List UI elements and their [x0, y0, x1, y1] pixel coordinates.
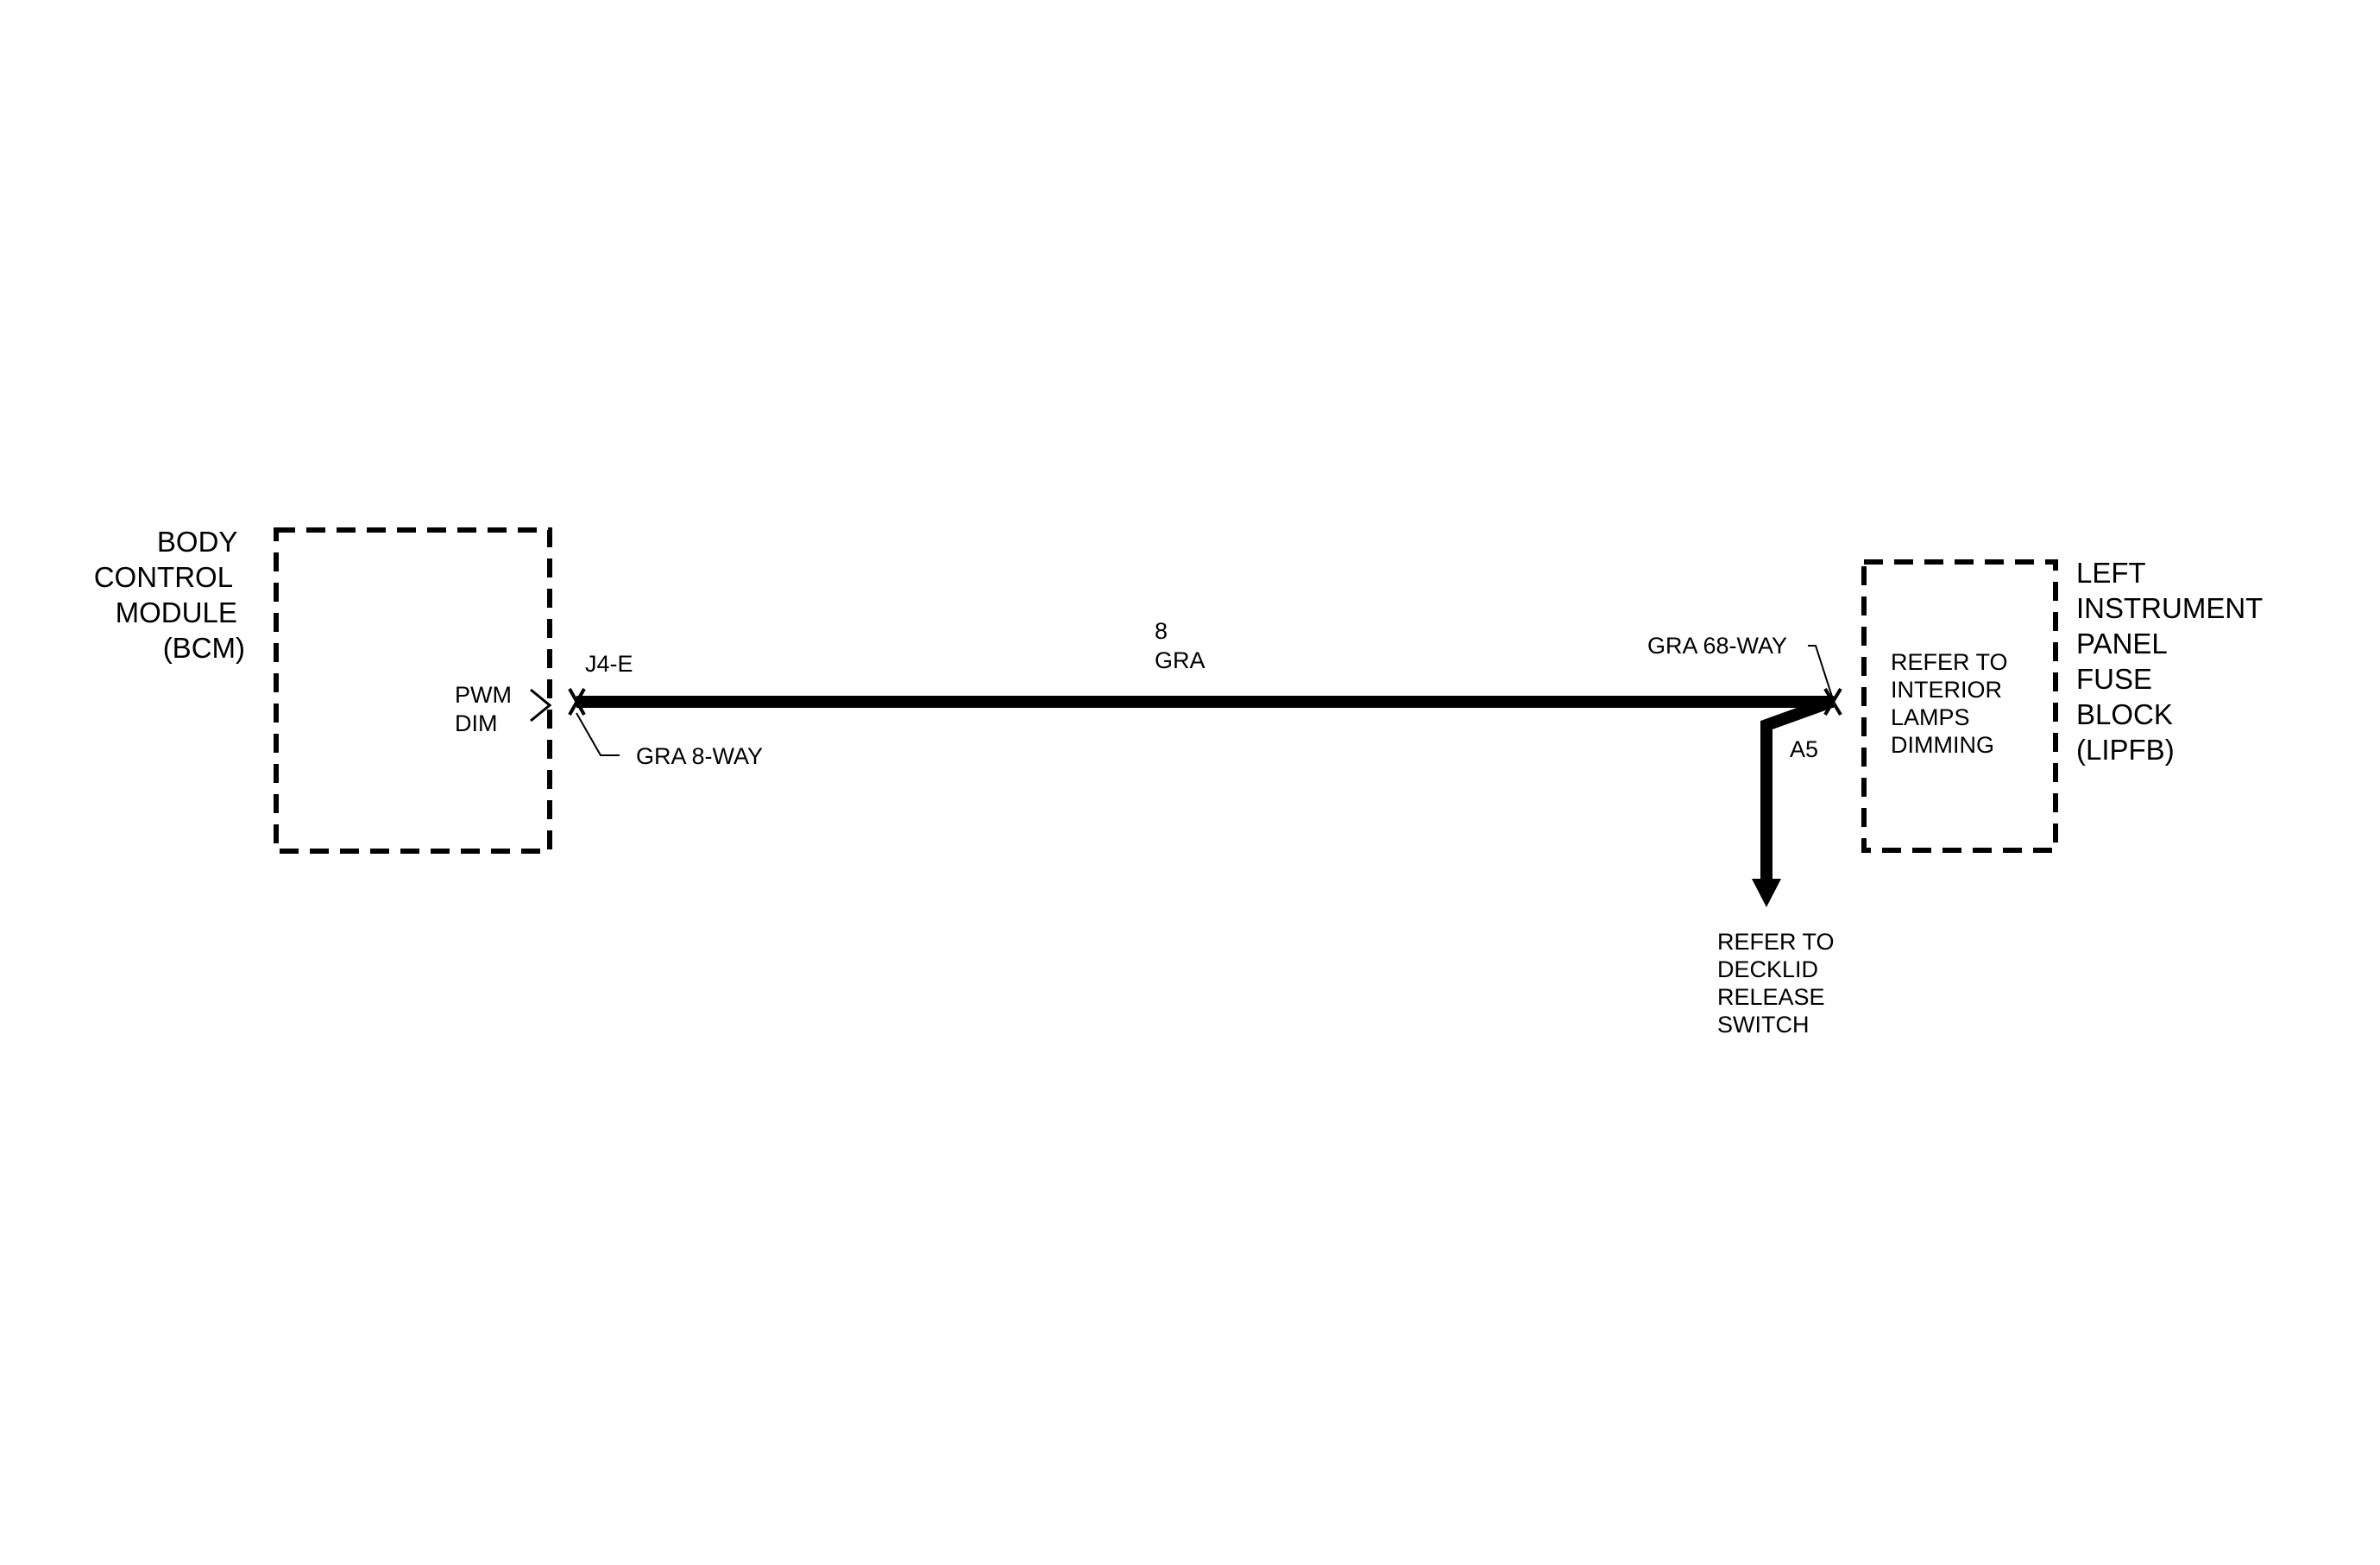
connector-pin-mark — [568, 688, 586, 716]
connector-leader-line — [576, 712, 620, 756]
connector-pin-mark — [1823, 687, 1842, 716]
branch-reference: REFER TO DECKLID RELEASE SWITCH — [1717, 929, 1841, 1038]
branch-arrow-icon — [1752, 879, 1781, 907]
lipfb-connector: GRA 68-WAY A5 — [1647, 633, 1842, 762]
bcm-component: BODY CONTROL MODULE (BCM) PWM DIM — [94, 526, 552, 854]
lipfb-dashed-box — [1861, 559, 2058, 853]
branch-wire — [1760, 696, 1834, 880]
bcm-connector: J4-E GRA 8-WAY — [568, 651, 763, 769]
lipfb-component: REFER TO INTERIOR LAMPS DIMMING LEFT INS… — [1861, 557, 2270, 853]
circuit-8-wire: 8 GRA — [576, 618, 1834, 708]
bcm-pin-label: PWM DIM — [455, 682, 519, 736]
wire-circuit-label: 8 GRA — [1155, 618, 1206, 673]
bcm-name: BODY CONTROL MODULE (BCM) — [94, 526, 245, 664]
lipfb-inner-reference: REFER TO INTERIOR LAMPS DIMMING — [1891, 649, 2014, 758]
decklid-branch: REFER TO DECKLID RELEASE SWITCH — [1717, 696, 1841, 1038]
connector-leader-line — [1808, 645, 1834, 700]
bcm-dashed-box — [274, 527, 552, 854]
female-terminal-symbol — [530, 688, 552, 723]
connector-pin-j4e: J4-E — [585, 651, 633, 677]
connector-description-68way: GRA 68-WAY — [1647, 633, 1787, 659]
connector-pin-a5: A5 — [1790, 736, 1818, 762]
connector-description-8way: GRA 8-WAY — [636, 743, 763, 769]
lipfb-name: LEFT INSTRUMENT PANEL FUSE BLOCK (LIPFB) — [2076, 557, 2270, 766]
